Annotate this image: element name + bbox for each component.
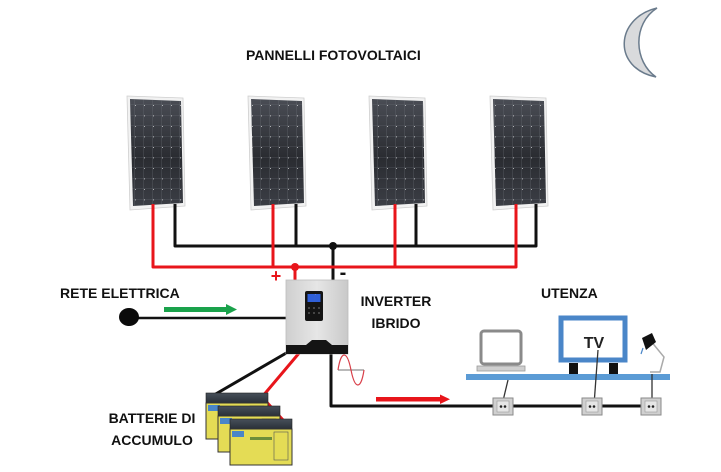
inverter-label-line2: IBRIDO	[371, 315, 421, 331]
solar-panel	[126, 95, 186, 211]
positive-bus-wire	[151, 204, 518, 269]
solar-panel	[247, 95, 307, 211]
tv-icon: TV	[558, 315, 628, 374]
load-shelf	[466, 374, 670, 380]
negative-bus-wire	[173, 204, 538, 248]
grid-source-node	[119, 308, 139, 326]
power-outlet	[492, 397, 514, 416]
batteries-label: BATTERIE DI ACCUMULO	[104, 408, 200, 450]
crescent-moon-icon	[623, 7, 658, 78]
negative-junction	[329, 242, 337, 250]
batteries-label-line2: ACCUMULO	[111, 432, 193, 448]
power-outlet	[581, 397, 603, 416]
solar-panel	[368, 95, 428, 211]
wiring	[130, 204, 660, 422]
hybrid-inverter	[285, 279, 349, 355]
battery	[229, 418, 293, 466]
ac-output-wire	[329, 354, 660, 408]
solar-panel	[489, 95, 549, 211]
power-outlet	[640, 397, 662, 416]
solar-panels	[126, 95, 549, 211]
tv-label: TV	[584, 335, 605, 352]
positive-junction	[291, 263, 299, 271]
diagram-title: PANNELLI FOTOVOLTAICI	[246, 47, 421, 63]
batteries-label-line1: BATTERIE DI	[108, 410, 196, 426]
inverter-label-line1: INVERTER	[360, 293, 432, 309]
grid-label: RETE ELETTRICA	[60, 285, 180, 301]
output-flow-arrow	[376, 394, 450, 404]
negative-sign: -	[340, 262, 347, 284]
outlets	[492, 397, 662, 416]
loads-label: UTENZA	[541, 285, 598, 301]
sine-wave-icon	[337, 354, 365, 386]
battery-bank	[205, 392, 293, 466]
grid-flow-arrow	[164, 304, 237, 315]
positive-sign: +	[271, 266, 282, 286]
inverter-label: INVERTER IBRIDO	[358, 291, 434, 333]
laptop-icon	[476, 329, 526, 372]
desk-lamp-icon	[640, 333, 665, 373]
